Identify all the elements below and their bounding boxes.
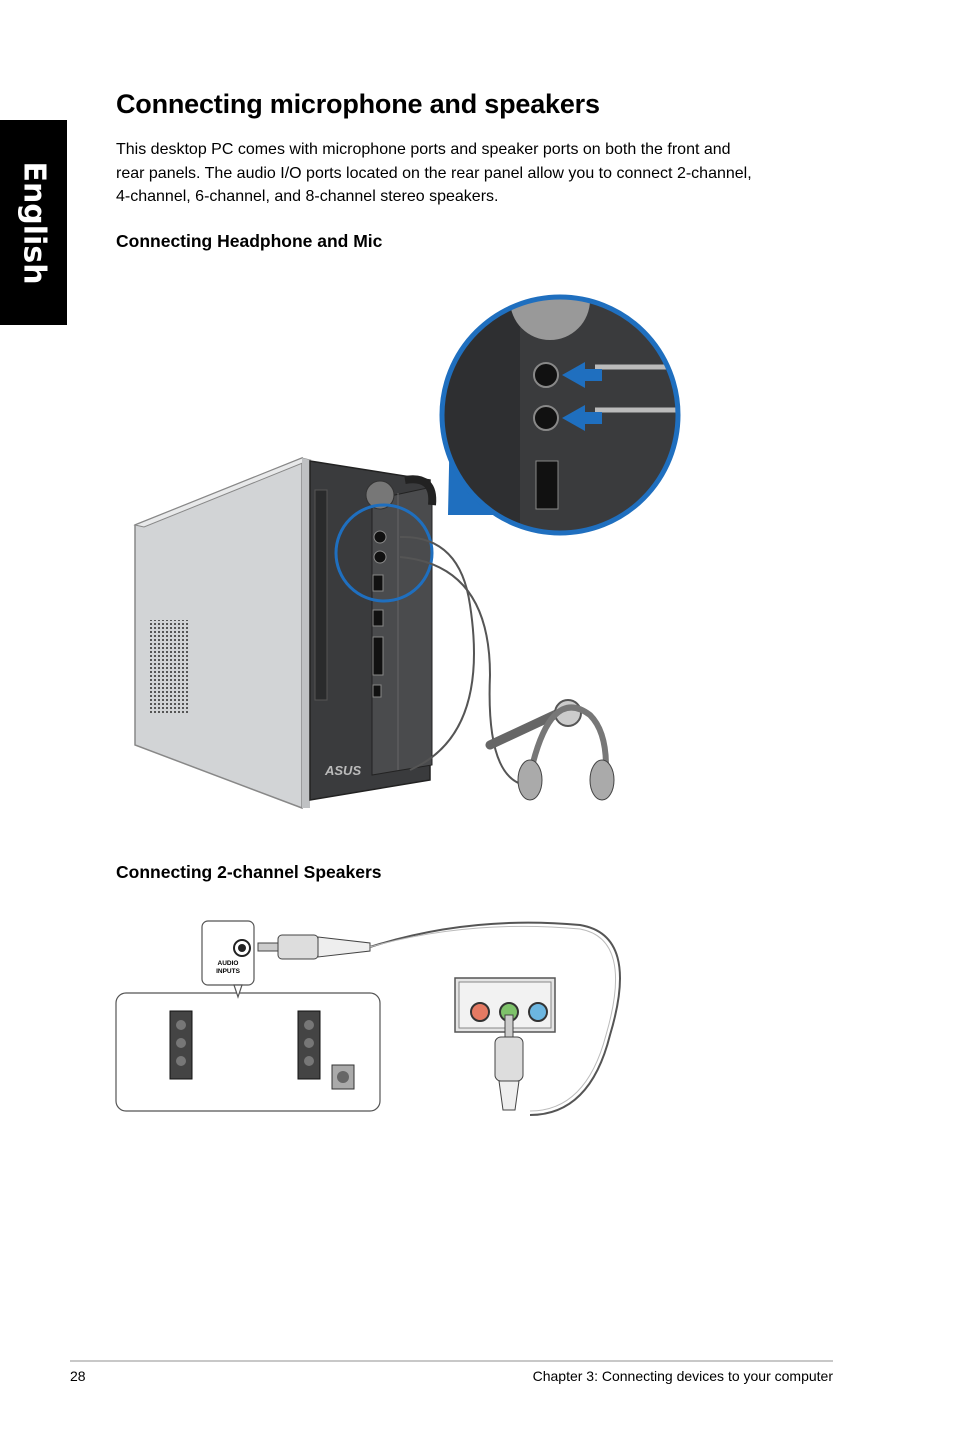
- headphone-port: [373, 550, 387, 564]
- audio-inputs-callout: [201, 920, 255, 986]
- audio-plug: [494, 1036, 524, 1082]
- speaker-cable: [369, 921, 621, 1116]
- speakers-box: [115, 992, 381, 1112]
- speakers-illustration: AUDIO INPUTS: [115, 920, 621, 1116]
- brand-logo: ASUS: [324, 763, 361, 778]
- footer-rule: [70, 1360, 833, 1362]
- intro-line: 4-channel, 6-channel, and 8-channel ster…: [116, 188, 499, 205]
- section-heading-speakers: Connecting 2-channel Speakers: [116, 862, 382, 882]
- headphone-mic-illustration: ASUS: [133, 294, 681, 810]
- mic-port: [373, 530, 387, 544]
- port-highlight-circle: [334, 503, 434, 603]
- arrow-icon: [562, 362, 602, 388]
- mic-in-port: [470, 1002, 490, 1022]
- zoom-usb-port: [535, 460, 559, 510]
- power-button: [365, 480, 395, 510]
- headphone-cable: [399, 556, 541, 787]
- mic-cable: [399, 535, 475, 771]
- usb-port: [372, 609, 384, 627]
- section-heading-headphone-mic: Connecting Headphone and Mic: [116, 231, 383, 251]
- vent-grille: [150, 620, 188, 715]
- language-side-tab: English: [0, 120, 67, 325]
- audio-inputs-label-line1: AUDIO: [218, 960, 239, 967]
- usb-port: [372, 574, 384, 592]
- arrow-icon: [562, 405, 602, 431]
- intro-line: This desktop PC comes with microphone po…: [116, 141, 731, 158]
- intro-paragraph: This desktop PC comes with microphone po…: [116, 138, 816, 209]
- page-title: Connecting microphone and speakers: [116, 89, 600, 119]
- zoom-headphone-port: [533, 405, 559, 431]
- audio-inputs-label-line2: INPUTS: [216, 968, 241, 975]
- audio-plug: [277, 934, 319, 960]
- page-number: 28: [70, 1368, 86, 1384]
- language-label: English: [16, 160, 51, 285]
- intro-line: rear panels. The audio I/O ports located…: [116, 164, 752, 182]
- card-reader-slot: [372, 636, 384, 676]
- zoom-callout-ring: [439, 294, 681, 536]
- line-in-port: [528, 1002, 548, 1022]
- zoom-mic-port: [533, 362, 559, 388]
- headphones-icon: [527, 704, 609, 786]
- chapter-title: Chapter 3: Connecting devices to your co…: [532, 1368, 833, 1384]
